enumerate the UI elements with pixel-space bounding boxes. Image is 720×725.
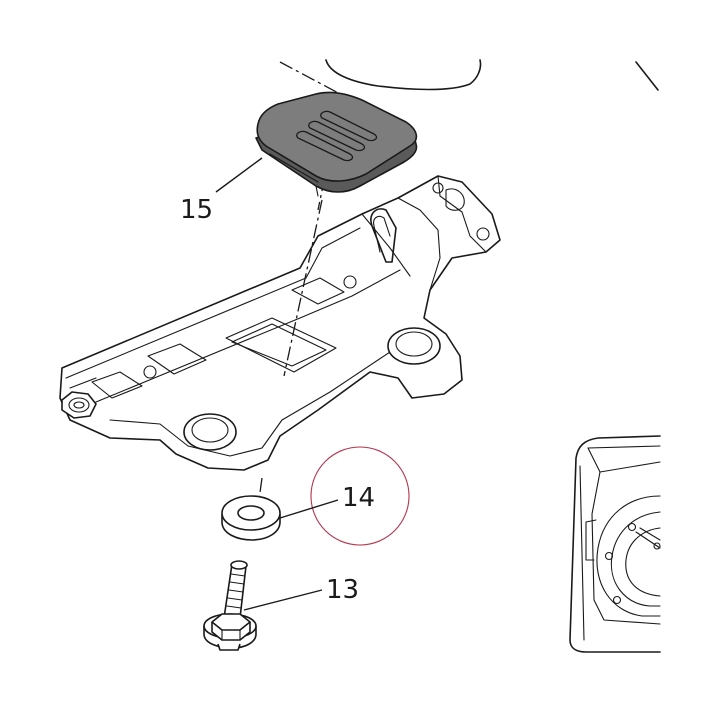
leader-line-15 bbox=[215, 157, 263, 193]
bolt-part-13 bbox=[203, 560, 257, 651]
leader-line-14 bbox=[279, 499, 339, 519]
hex-nut-left bbox=[61, 391, 97, 419]
rubber-cap-part-15 bbox=[255, 91, 418, 197]
callout-label-14: 14 bbox=[342, 483, 375, 513]
washer-part-14 bbox=[221, 495, 281, 541]
leader-line-13 bbox=[243, 589, 323, 611]
callout-label-13: 13 bbox=[326, 575, 359, 605]
mounting-bracket bbox=[59, 175, 501, 471]
callout-label-15: 15 bbox=[180, 195, 213, 225]
background-housing-outline bbox=[325, 59, 659, 91]
adjacent-component-partial bbox=[569, 435, 661, 653]
highlight-circle bbox=[310, 446, 410, 546]
